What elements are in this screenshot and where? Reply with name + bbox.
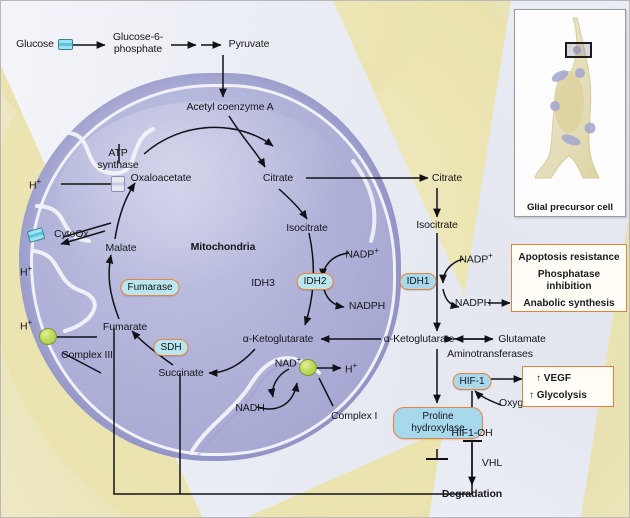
inset-panel-glial-precursor-cell: Glial precursor cell [514,9,626,217]
label-glutamate: Glutamate [498,333,546,345]
label-mitochondria: Mitochondria [190,241,256,253]
label-complex-i: Complex I [331,410,378,422]
label-glucose-6-phosphate: Glucose-6- phosphate [102,31,174,56]
inset-caption: Glial precursor cell [526,202,614,213]
arrow-nadh-to-nad [256,382,300,410]
label-proton-cytoox: H+ [20,264,33,279]
text-nadp-cyto-sup: + [488,251,493,260]
text-atp-synthase-l1: ATP [108,147,128,159]
label-nadp-plus-cytosol: NADP+ [459,251,493,266]
arrow-fumarate-to-malate [105,254,120,320]
glucose-transporter-icon [58,39,73,50]
label-nad-plus: NAD+ [274,355,302,370]
text-proton-3-sup: + [27,318,33,327]
text-proton-3: H [20,320,28,333]
label-nadh: NADH [235,402,265,414]
text-nadp-cyto: NADP [459,253,489,266]
inset-cell-svg [515,10,625,190]
atp-synthase-icon [111,176,125,192]
label-vhl: VHL [481,457,503,469]
label-cytoox: CytoOx [54,228,89,240]
text-proline: Proline [422,411,454,422]
complex-i-icon [299,359,317,376]
badge-idh1[interactable]: IDH1 [399,273,437,290]
label-alpha-ketoglutarate-mito: α-Ketoglutarate [242,333,314,345]
badge-sdh[interactable]: SDH [153,339,189,356]
arrow-oxygen-to-hydroxylation [474,390,502,406]
label-citrate-mito: Citrate [262,172,294,184]
arrow-proton-cytoox [60,230,106,246]
arrow-oxaloacetate-to-citrate [143,126,274,155]
label-nadph-cytosol: NADPH [454,297,492,309]
label-degradation: Degradation [441,488,503,500]
callout-line-glycolysis: ↑ Glycolysis [529,389,587,401]
label-proton-complexi: H+ [345,361,358,376]
label-hif1-oh: HIF1-OH [451,427,493,439]
label-acetyl-coenzyme-a: Acetyl coenzyme A [186,101,274,113]
callout-line-phosphatase-inhibition: Phosphatase inhibition [516,267,622,296]
arrow-nad-to-nadh [267,368,290,398]
label-proton-atpsynthase: H+ [29,177,42,192]
arrow-cyto-nadph [442,288,460,310]
leader-complex-i [318,377,334,407]
text-inhibition: inhibition [546,281,592,292]
label-idh3: IDH3 [251,277,275,289]
text-proton-1-sup: + [36,177,42,186]
label-g6p-line2: phosphate [113,42,163,55]
text-nad-sup: + [296,355,302,364]
arrow-cyto-nadp [439,258,464,284]
label-oxaloacetate: Oxaloacetate [130,172,192,184]
badge-hif1[interactable]: HIF-1 [452,373,492,390]
complex-iii-icon [39,328,57,345]
arrow-akg-to-succinate [208,348,256,377]
label-proton-complexiii: H+ [20,318,33,333]
text-proton-4-sup: + [352,361,358,370]
region-highlight-rect-icon [565,42,592,58]
text-nad: NAD [274,357,297,370]
label-oxygen: Oxygen [499,397,535,409]
arrow-malate-to-oxaloacetate [114,182,136,240]
label-malate: Malate [105,242,137,254]
inset-cell-illustration [515,10,625,190]
callout-line-vegf: ↑ VEGF [536,373,572,384]
arrow-succinate-to-fumarate [131,330,174,366]
label-nadph-mito: NADPH [348,300,386,312]
text-phosphatase: Phosphatase [537,268,601,280]
callout-nadph-effects: Apoptosis resistance Phosphatase inhibit… [511,244,627,312]
text-proton-2: H [20,266,28,279]
label-atp-synthase: ATP synthase [88,147,148,172]
badge-proline-hydroxylase[interactable]: Proline hydroxylase [393,407,483,439]
mitochondria-inner-membrane [30,84,396,456]
text-proton-1: H [29,179,37,192]
line-fumarate-inhibition [113,328,472,495]
label-citrate-cytosol: Citrate [431,172,463,184]
label-pyruvate: Pyruvate [228,38,270,50]
label-isocitrate-mito: Isocitrate [286,222,328,234]
label-isocitrate-cytosol: Isocitrate [416,219,458,231]
callout-line-anabolic-synthesis: Anabolic synthesis [523,297,615,309]
text-proton-4: H [345,363,353,376]
label-alpha-ketoglutarate-cytosol: α-Ketoglutarate [383,333,455,345]
text-nadp-mito-sup: + [374,246,379,255]
text-nadp-mito: NADP [345,248,375,261]
label-succinate: Succinate [158,367,204,379]
label-g6p-line1: Glucose-6- [112,31,164,43]
text-proton-2-sup: + [27,264,33,273]
arrow-citrate-to-isocitrate [278,188,308,220]
label-aminotransferases: Aminotransferases [447,348,533,360]
callout-hif1-effects: ↑ VEGF ↑ Glycolysis [522,366,614,407]
badge-idh2[interactable]: IDH2 [296,273,334,290]
badge-fumarase[interactable]: Fumarase [120,279,180,296]
leader-cytoox [62,222,112,238]
label-nadp-plus-mito: NADP+ [345,246,379,261]
text-hydroxylase: hydroxylase [411,422,465,434]
leader-complex-iii [62,352,102,374]
arrow-acetylcoa-to-citrate [228,115,266,168]
callout-line-apoptosis-resistance: Apoptosis resistance [518,252,620,263]
label-fumarate: Fumarate [102,321,148,333]
label-glucose: Glucose [16,38,54,50]
text-atp-synthase-l2: synthase [97,158,139,171]
label-complex-iii: Complex III [61,349,113,361]
